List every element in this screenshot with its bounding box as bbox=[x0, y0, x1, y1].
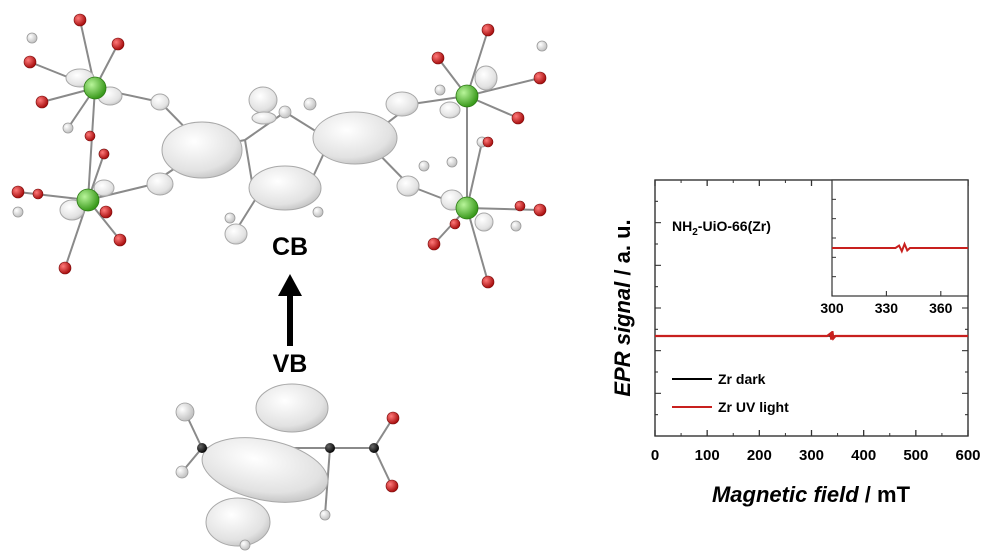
cb-orbital-lobes bbox=[59, 65, 498, 245]
vb-h-atoms bbox=[175, 402, 331, 551]
cb-label: CB bbox=[272, 233, 308, 261]
inset-tick-label: 330 bbox=[875, 300, 899, 316]
x-tick-label: 0 bbox=[651, 447, 659, 464]
inset-series-line-0 bbox=[832, 241, 968, 254]
x-axis-title: Magnetic field / mT bbox=[712, 482, 911, 507]
x-tick-label: 600 bbox=[955, 447, 980, 464]
x-tick-label: 500 bbox=[903, 447, 928, 464]
x-tick-label: 300 bbox=[799, 447, 824, 464]
x-tick-label: 100 bbox=[695, 447, 720, 464]
inset-series bbox=[832, 241, 968, 254]
vb-orbital-lobes bbox=[201, 383, 329, 547]
inset-chart: 300 330 360 bbox=[820, 179, 969, 316]
h-atoms bbox=[12, 32, 548, 232]
x-tick-labels: 0 100 200 300 400 500 600 bbox=[651, 447, 981, 464]
vb-label: VB bbox=[273, 350, 308, 378]
main-series bbox=[655, 331, 968, 341]
inset-ticks bbox=[831, 198, 942, 296]
legend-label-dark: Zr dark bbox=[718, 371, 766, 387]
zr-atoms bbox=[76, 76, 479, 220]
sample-annotation: NH2-UiO-66(Zr) bbox=[672, 218, 771, 238]
x-tick-label: 200 bbox=[747, 447, 772, 464]
inset-frame bbox=[831, 179, 969, 297]
up-arrow-icon bbox=[278, 274, 302, 346]
series-line-1 bbox=[655, 331, 968, 341]
vb-molecule bbox=[175, 383, 400, 551]
o-atoms bbox=[11, 13, 547, 289]
inset-tick-label: 360 bbox=[929, 300, 953, 316]
vb-o-atoms bbox=[385, 411, 400, 493]
legend-label-uv: Zr UV light bbox=[718, 399, 789, 415]
y-axis-title: EPR signal / a. u. bbox=[610, 219, 635, 396]
inset-tick-labels: 300 330 360 bbox=[820, 300, 952, 316]
x-tick-label: 400 bbox=[851, 447, 876, 464]
cb-molecule bbox=[11, 13, 548, 289]
inset-tick-label: 300 bbox=[820, 300, 844, 316]
transition-diagram: CB VB bbox=[272, 233, 308, 378]
legend: Zr dark Zr UV light bbox=[672, 371, 789, 415]
epr-chart: 0 100 200 300 400 500 600 300 330 360 NH2-UiO-66… bbox=[610, 179, 981, 507]
vb-c-atoms bbox=[197, 443, 379, 453]
